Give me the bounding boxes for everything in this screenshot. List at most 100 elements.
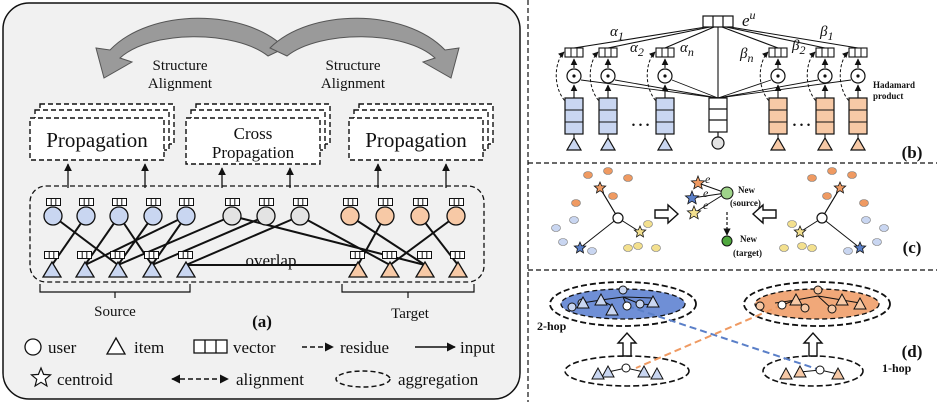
source-brace <box>39 284 191 298</box>
centroid-star <box>853 240 867 254</box>
up-arrow-right <box>802 331 824 357</box>
two-hop-inner-right <box>754 288 880 320</box>
user-node <box>176 206 196 226</box>
item-nodes <box>41 260 469 278</box>
cluster-node <box>558 238 568 246</box>
beta-1-label: β1 <box>819 24 833 43</box>
source-cluster <box>551 167 661 255</box>
cluster-center-node <box>816 212 828 224</box>
alpha-1-label: α1 <box>610 24 624 43</box>
item-node <box>646 294 660 308</box>
item-embedding-stack <box>815 97 835 135</box>
cluster-edge <box>821 217 861 249</box>
panel-b-columns <box>555 47 868 151</box>
cluster-node <box>843 247 853 255</box>
graph-edge <box>817 295 843 301</box>
dots-right: … <box>791 107 812 131</box>
blue-alignment-line <box>626 305 821 371</box>
residue-arrow <box>555 51 569 105</box>
item-node <box>107 260 129 278</box>
item-node <box>599 136 617 151</box>
weighted-vector <box>848 47 868 58</box>
item-node <box>594 292 608 306</box>
weighted-vector <box>815 47 835 58</box>
panel-c-tag: (c) <box>903 238 922 257</box>
user-node <box>827 304 837 314</box>
panel-d-nodes <box>567 285 867 380</box>
new-source-label-2: (source) <box>730 198 761 208</box>
two-hop-outer-left <box>549 281 697 327</box>
cluster-center-node <box>612 212 624 224</box>
item-node <box>447 260 469 278</box>
user-node <box>635 299 645 309</box>
centroid-star <box>793 224 807 238</box>
user-nodes <box>43 206 466 226</box>
center-user-node <box>711 136 725 150</box>
item-node <box>849 136 867 151</box>
item-node <box>816 136 834 151</box>
user-node <box>777 300 787 310</box>
cluster-node <box>822 192 832 200</box>
residue-arrow <box>589 51 603 105</box>
beta-2-label: β2 <box>791 38 805 57</box>
source-label: Source <box>94 304 136 320</box>
cluster-node <box>587 247 597 255</box>
hadamard-dot <box>856 74 860 78</box>
new-source-node <box>720 186 734 200</box>
centroid-star <box>573 240 587 254</box>
merge-arrow-right <box>751 203 777 225</box>
item-node <box>789 292 803 306</box>
user-node <box>621 363 631 373</box>
beta-n-label: βn <box>739 46 753 65</box>
cluster-node <box>608 192 618 200</box>
left-alignment-arrow <box>95 17 286 79</box>
cluster-node <box>807 174 817 182</box>
new-target-label-2: (target) <box>733 248 762 258</box>
item-embedding-stack <box>655 97 675 135</box>
hadamard-dot <box>572 74 576 78</box>
centroid-star <box>690 174 706 190</box>
cluster-node <box>787 220 797 228</box>
item-node <box>605 302 619 316</box>
legend-aggregation-icon <box>335 370 391 388</box>
cluster-node <box>847 171 857 179</box>
user-to-hadamard-line <box>717 79 772 99</box>
weighted-vector <box>768 47 788 58</box>
eu-vector <box>702 15 734 28</box>
cluster-node <box>551 224 561 232</box>
target-brace <box>341 284 475 298</box>
centroid-star <box>686 204 702 220</box>
hadamard-label-1: Hadamard <box>873 80 915 90</box>
graph-edge <box>600 296 624 301</box>
panel-b: eu α1 α2 αn βn β2 β1 … … Hadamard <box>555 8 922 162</box>
weighted-vector <box>564 47 584 58</box>
cluster-node <box>859 199 869 207</box>
user-node <box>813 285 823 295</box>
cluster-node <box>651 244 661 252</box>
cluster-node <box>569 216 579 224</box>
cross-propagation-box <box>185 117 321 165</box>
user-node <box>109 206 129 226</box>
item-node <box>650 366 664 380</box>
residue-arrow <box>806 51 820 105</box>
merge-arrow-left <box>654 203 680 225</box>
item-node <box>656 136 674 151</box>
legend-centroid-label: centroid <box>57 370 113 389</box>
user-node <box>622 301 632 311</box>
cluster-edge <box>579 217 619 249</box>
cluster-node <box>633 242 643 250</box>
target-label: Target <box>391 306 430 322</box>
item-embedding-stack <box>848 97 868 135</box>
item-node <box>835 292 849 306</box>
item-node <box>769 136 787 151</box>
propagation-left-box <box>29 117 165 161</box>
user-to-hadamard-line <box>717 79 819 99</box>
panel-a: Structure Alignment Structure Alignment … <box>2 2 521 400</box>
input-arrows-upper <box>64 163 450 188</box>
item-node <box>831 366 845 380</box>
graph-edge <box>795 295 819 301</box>
user-to-hadamard-line <box>671 79 719 99</box>
item-node <box>601 364 615 378</box>
panel-a-tag: (a) <box>252 312 272 331</box>
user-node <box>43 206 63 226</box>
